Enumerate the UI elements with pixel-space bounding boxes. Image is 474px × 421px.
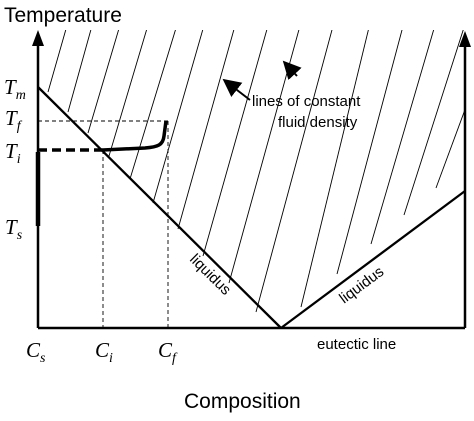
- density-line: [300, 30, 369, 308]
- density-line: [129, 30, 176, 180]
- density-line: [255, 30, 333, 313]
- x-axis-title: Composition: [184, 390, 301, 413]
- ci-label: Ci: [95, 338, 113, 366]
- fluid-evolution-path: [102, 120, 168, 152]
- right-axis-arrowhead: [459, 31, 471, 47]
- liquidus-right-label: liquidus: [336, 263, 387, 307]
- density-line: [336, 30, 403, 275]
- density-line: [228, 30, 300, 284]
- annotation-arrow-left: [222, 78, 251, 101]
- density-line: [152, 30, 204, 204]
- constant-density-lines: [47, 30, 464, 313]
- annotation-line-2: fluid density: [278, 114, 358, 131]
- density-line: [87, 30, 120, 134]
- annotation-arrow-right: [282, 60, 302, 80]
- annotation-line-1: lines of constant: [252, 93, 361, 110]
- tf-label: Tf: [5, 106, 23, 134]
- density-line: [47, 30, 67, 93]
- tm-label: Tm: [4, 75, 26, 103]
- density-line: [108, 30, 148, 157]
- density-line: [202, 30, 268, 257]
- density-line: [370, 30, 435, 245]
- temperature-axis-arrowhead: [32, 30, 44, 46]
- density-line: [435, 111, 464, 189]
- y-axis-title: Temperature: [4, 4, 122, 27]
- eutectic-label: eutectic line: [317, 336, 396, 353]
- liquidus-right-curve: [280, 190, 466, 329]
- cs-label: Cs: [26, 338, 46, 366]
- ti-label: Ti: [5, 139, 21, 167]
- cf-label: Cf: [158, 338, 178, 366]
- ts-label: Ts: [5, 215, 23, 243]
- density-line: [403, 30, 464, 216]
- density-line: [177, 30, 235, 230]
- density-line: [67, 30, 92, 113]
- liquidus-left-curve: [37, 86, 282, 329]
